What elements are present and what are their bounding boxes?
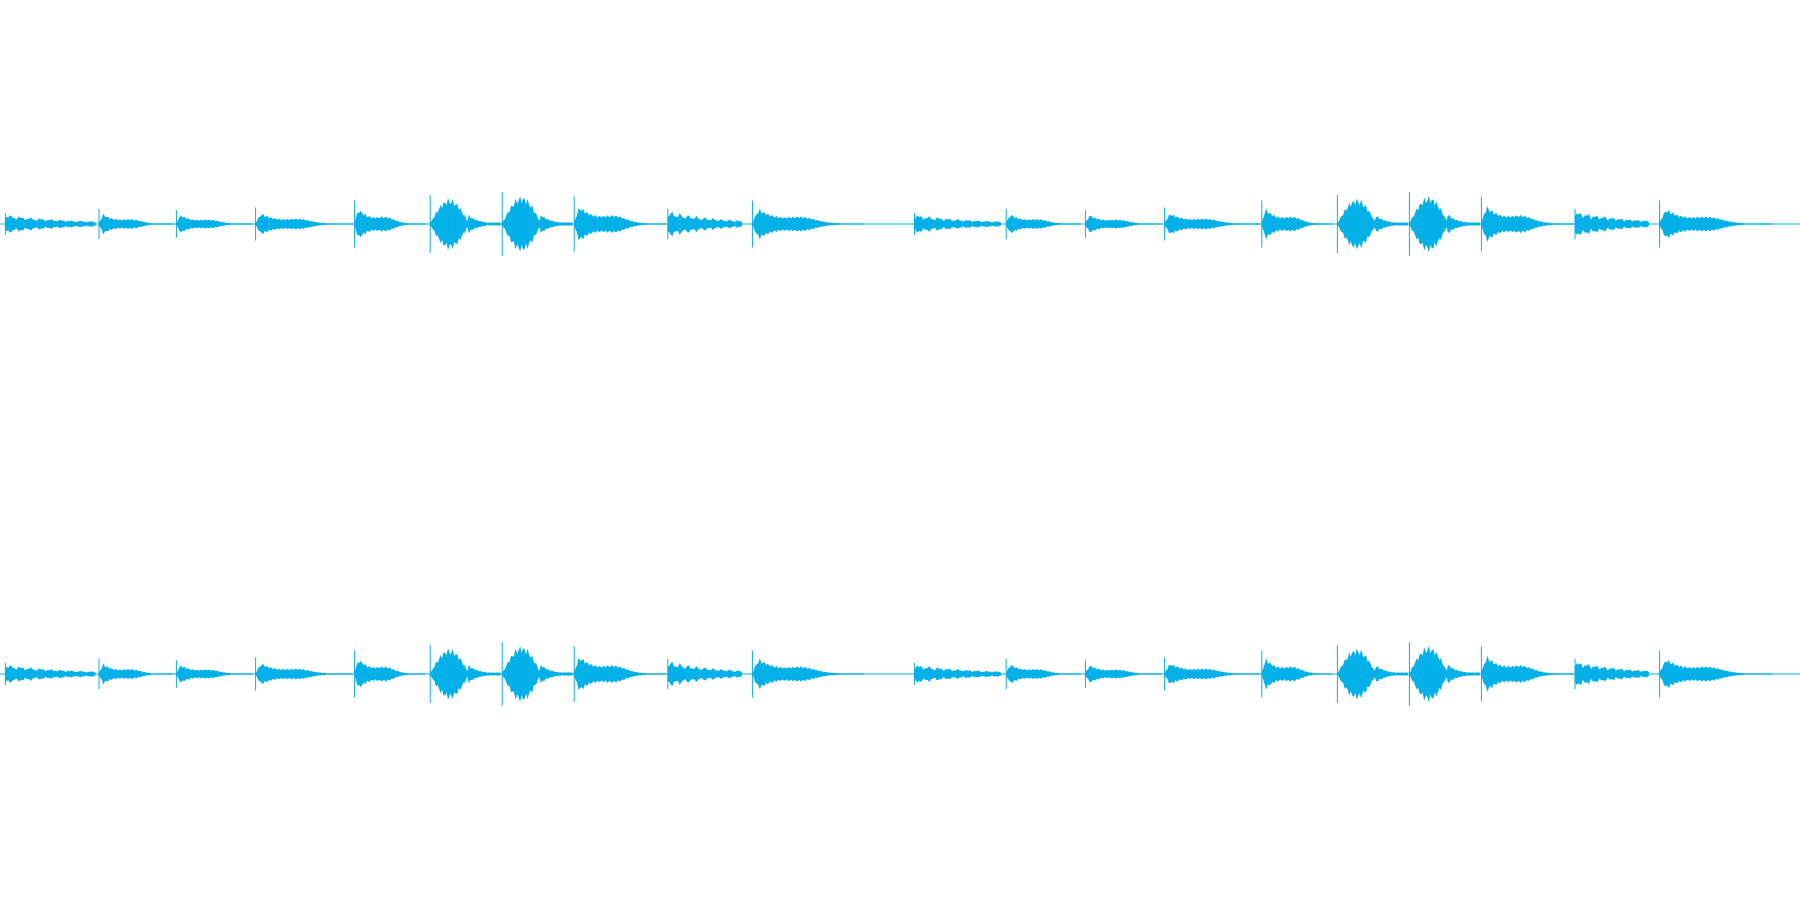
- waveform-burst: [1261, 658, 1333, 690]
- waveform-burst: [1574, 213, 1650, 235]
- waveform-burst: [752, 658, 865, 690]
- waveform-burst: [1409, 196, 1480, 252]
- waveform-burst: [1337, 648, 1408, 700]
- waveform-burst: [667, 211, 742, 237]
- waveform-burst: [1574, 663, 1650, 685]
- waveform-burst: [5, 665, 96, 683]
- waveform-burst: [1164, 214, 1261, 234]
- waveform-burst: [1085, 665, 1162, 683]
- waveform-burst: [354, 210, 426, 238]
- waveform-channel-left: [0, 192, 1800, 256]
- waveform-burst: [501, 646, 573, 702]
- waveform-burst: [176, 215, 253, 233]
- waveform-burst: [1659, 659, 1772, 689]
- waveform-channel-right: [0, 642, 1800, 706]
- waveform-burst: [255, 213, 354, 235]
- waveform-burst: [1005, 214, 1081, 234]
- waveform-burst: [1261, 208, 1333, 240]
- waveform-burst: [1085, 215, 1162, 233]
- waveform-burst: [1005, 664, 1081, 684]
- waveform-burst: [429, 648, 501, 700]
- waveform-burst: [429, 198, 501, 250]
- waveform-burst: [573, 208, 667, 240]
- waveform-burst: [176, 665, 253, 683]
- waveform-burst: [1481, 655, 1574, 693]
- waveform-burst: [573, 658, 667, 690]
- waveform-burst: [1481, 205, 1574, 243]
- waveform-burst: [752, 208, 865, 240]
- waveform-burst: [914, 215, 1002, 233]
- waveform-burst: [1337, 198, 1408, 250]
- waveform-burst: [667, 661, 742, 687]
- waveform-burst: [1409, 646, 1480, 702]
- waveform-burst: [98, 663, 174, 685]
- waveform-burst: [255, 663, 354, 685]
- waveform-burst: [354, 660, 426, 688]
- waveform-burst: [1164, 664, 1261, 684]
- waveform-burst: [98, 213, 174, 235]
- waveform-burst: [501, 196, 573, 252]
- waveform-burst: [5, 215, 96, 233]
- waveform-burst: [914, 665, 1002, 683]
- waveform-burst: [1659, 209, 1772, 239]
